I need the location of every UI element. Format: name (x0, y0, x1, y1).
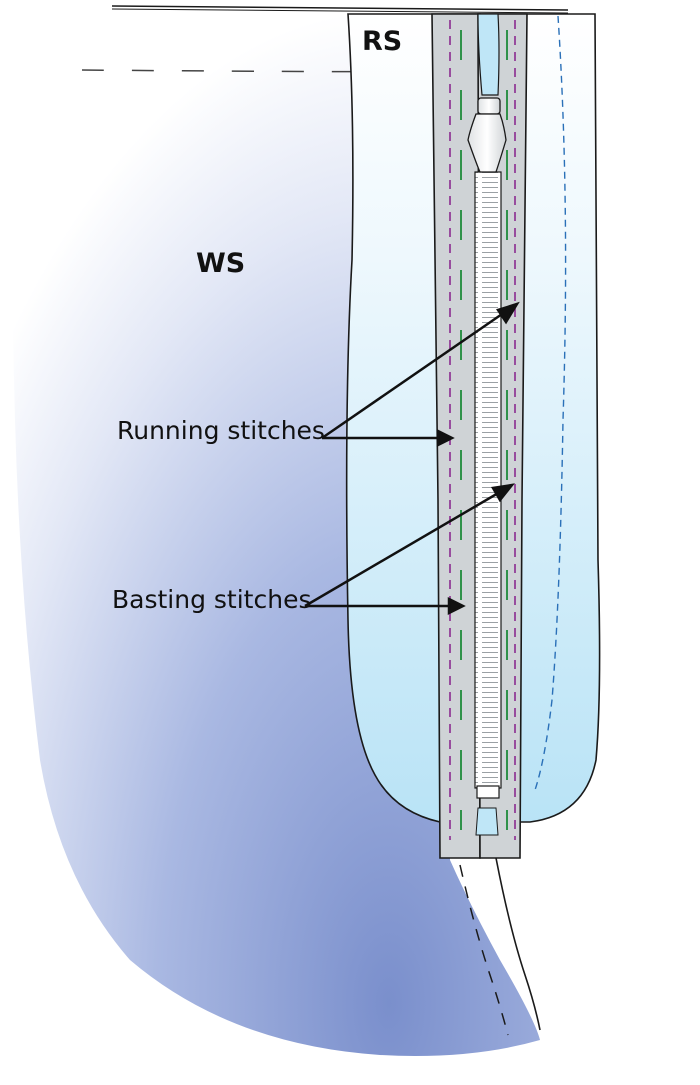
running-stitches-arrows (321, 301, 520, 448)
zipper-bottom-gap (475, 807, 499, 836)
lower-dashed-seam (459, 864, 509, 1036)
zipper-slider (467, 97, 507, 173)
zipper-teeth (474, 171, 502, 789)
zipper-top-gap (477, 13, 500, 96)
lower-fold-curve (495, 857, 541, 1031)
basting-stitches-arrows (304, 483, 515, 616)
label-rs: RS (362, 26, 402, 57)
top-edge-line-2 (111, 8, 569, 14)
label-running-stitches: Running stitches (117, 416, 325, 445)
top-edge-line (111, 5, 569, 11)
label-basting-stitches: Basting stitches (112, 585, 311, 614)
label-ws: WS (196, 248, 245, 279)
zipper-tape-left (431, 13, 481, 859)
zipper-bottom-stop (476, 785, 500, 799)
rs-seam-line (534, 15, 567, 791)
